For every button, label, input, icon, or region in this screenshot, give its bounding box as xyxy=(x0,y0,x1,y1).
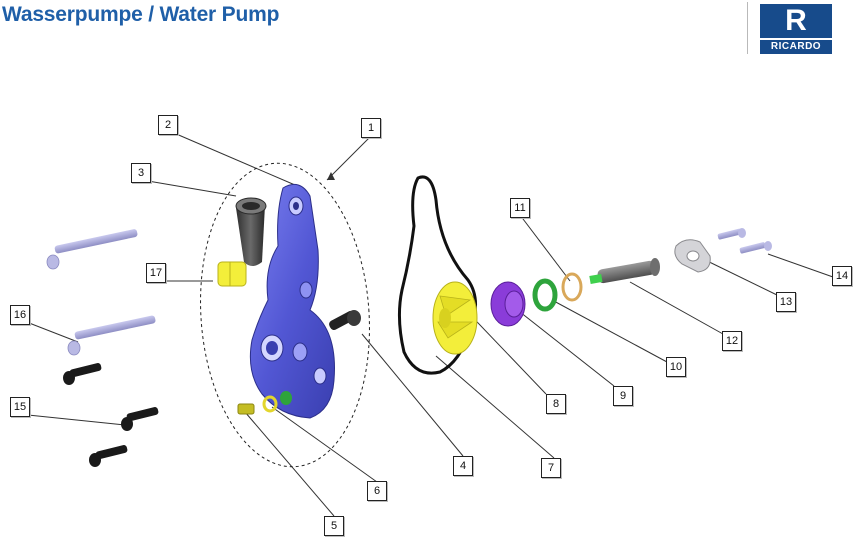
logo-word: RICARDO xyxy=(760,40,832,54)
yellow-clip xyxy=(217,261,247,287)
o-ring xyxy=(532,278,558,312)
small-washer xyxy=(262,395,278,413)
logo-separator xyxy=(747,2,748,54)
flange-plate xyxy=(674,239,711,273)
logo-letter: R xyxy=(760,4,832,38)
callout-2: 2 xyxy=(158,115,178,135)
callout-7: 7 xyxy=(541,458,561,478)
callout-6: 6 xyxy=(367,481,387,501)
callout-10: 10 xyxy=(666,357,686,377)
callout-4: 4 xyxy=(453,456,473,476)
callout-13: 13 xyxy=(776,292,796,312)
small-bolts xyxy=(717,228,772,254)
callout-11: 11 xyxy=(510,198,530,218)
washer xyxy=(561,272,583,302)
black-bolts xyxy=(63,363,159,467)
impeller xyxy=(432,281,478,355)
page-title: Wasserpumpe / Water Pump xyxy=(2,3,280,26)
callout-12: 12 xyxy=(722,331,742,351)
callout-17: 17 xyxy=(146,263,166,283)
callout-16: 16 xyxy=(10,305,30,325)
long-bolt-lower xyxy=(67,315,156,356)
long-bolt-upper xyxy=(46,229,138,270)
callout-14: 14 xyxy=(832,266,852,286)
small-bolt xyxy=(237,403,255,415)
callout-9: 9 xyxy=(613,386,633,406)
gasket xyxy=(397,175,477,375)
callout-8: 8 xyxy=(546,394,566,414)
assembly-ellipse xyxy=(200,162,370,468)
arrow-head xyxy=(327,172,335,180)
ricardo-logo: R RICARDO xyxy=(760,4,832,54)
pump-housing xyxy=(249,183,335,419)
drive-shaft xyxy=(589,258,660,284)
callout-1: 1 xyxy=(361,118,381,138)
callout-5: 5 xyxy=(324,516,344,536)
shaft-seal xyxy=(490,281,526,327)
callout-3: 3 xyxy=(131,163,151,183)
sleeve xyxy=(235,197,267,266)
hose-fitting xyxy=(329,310,361,331)
callout-15: 15 xyxy=(10,397,30,417)
